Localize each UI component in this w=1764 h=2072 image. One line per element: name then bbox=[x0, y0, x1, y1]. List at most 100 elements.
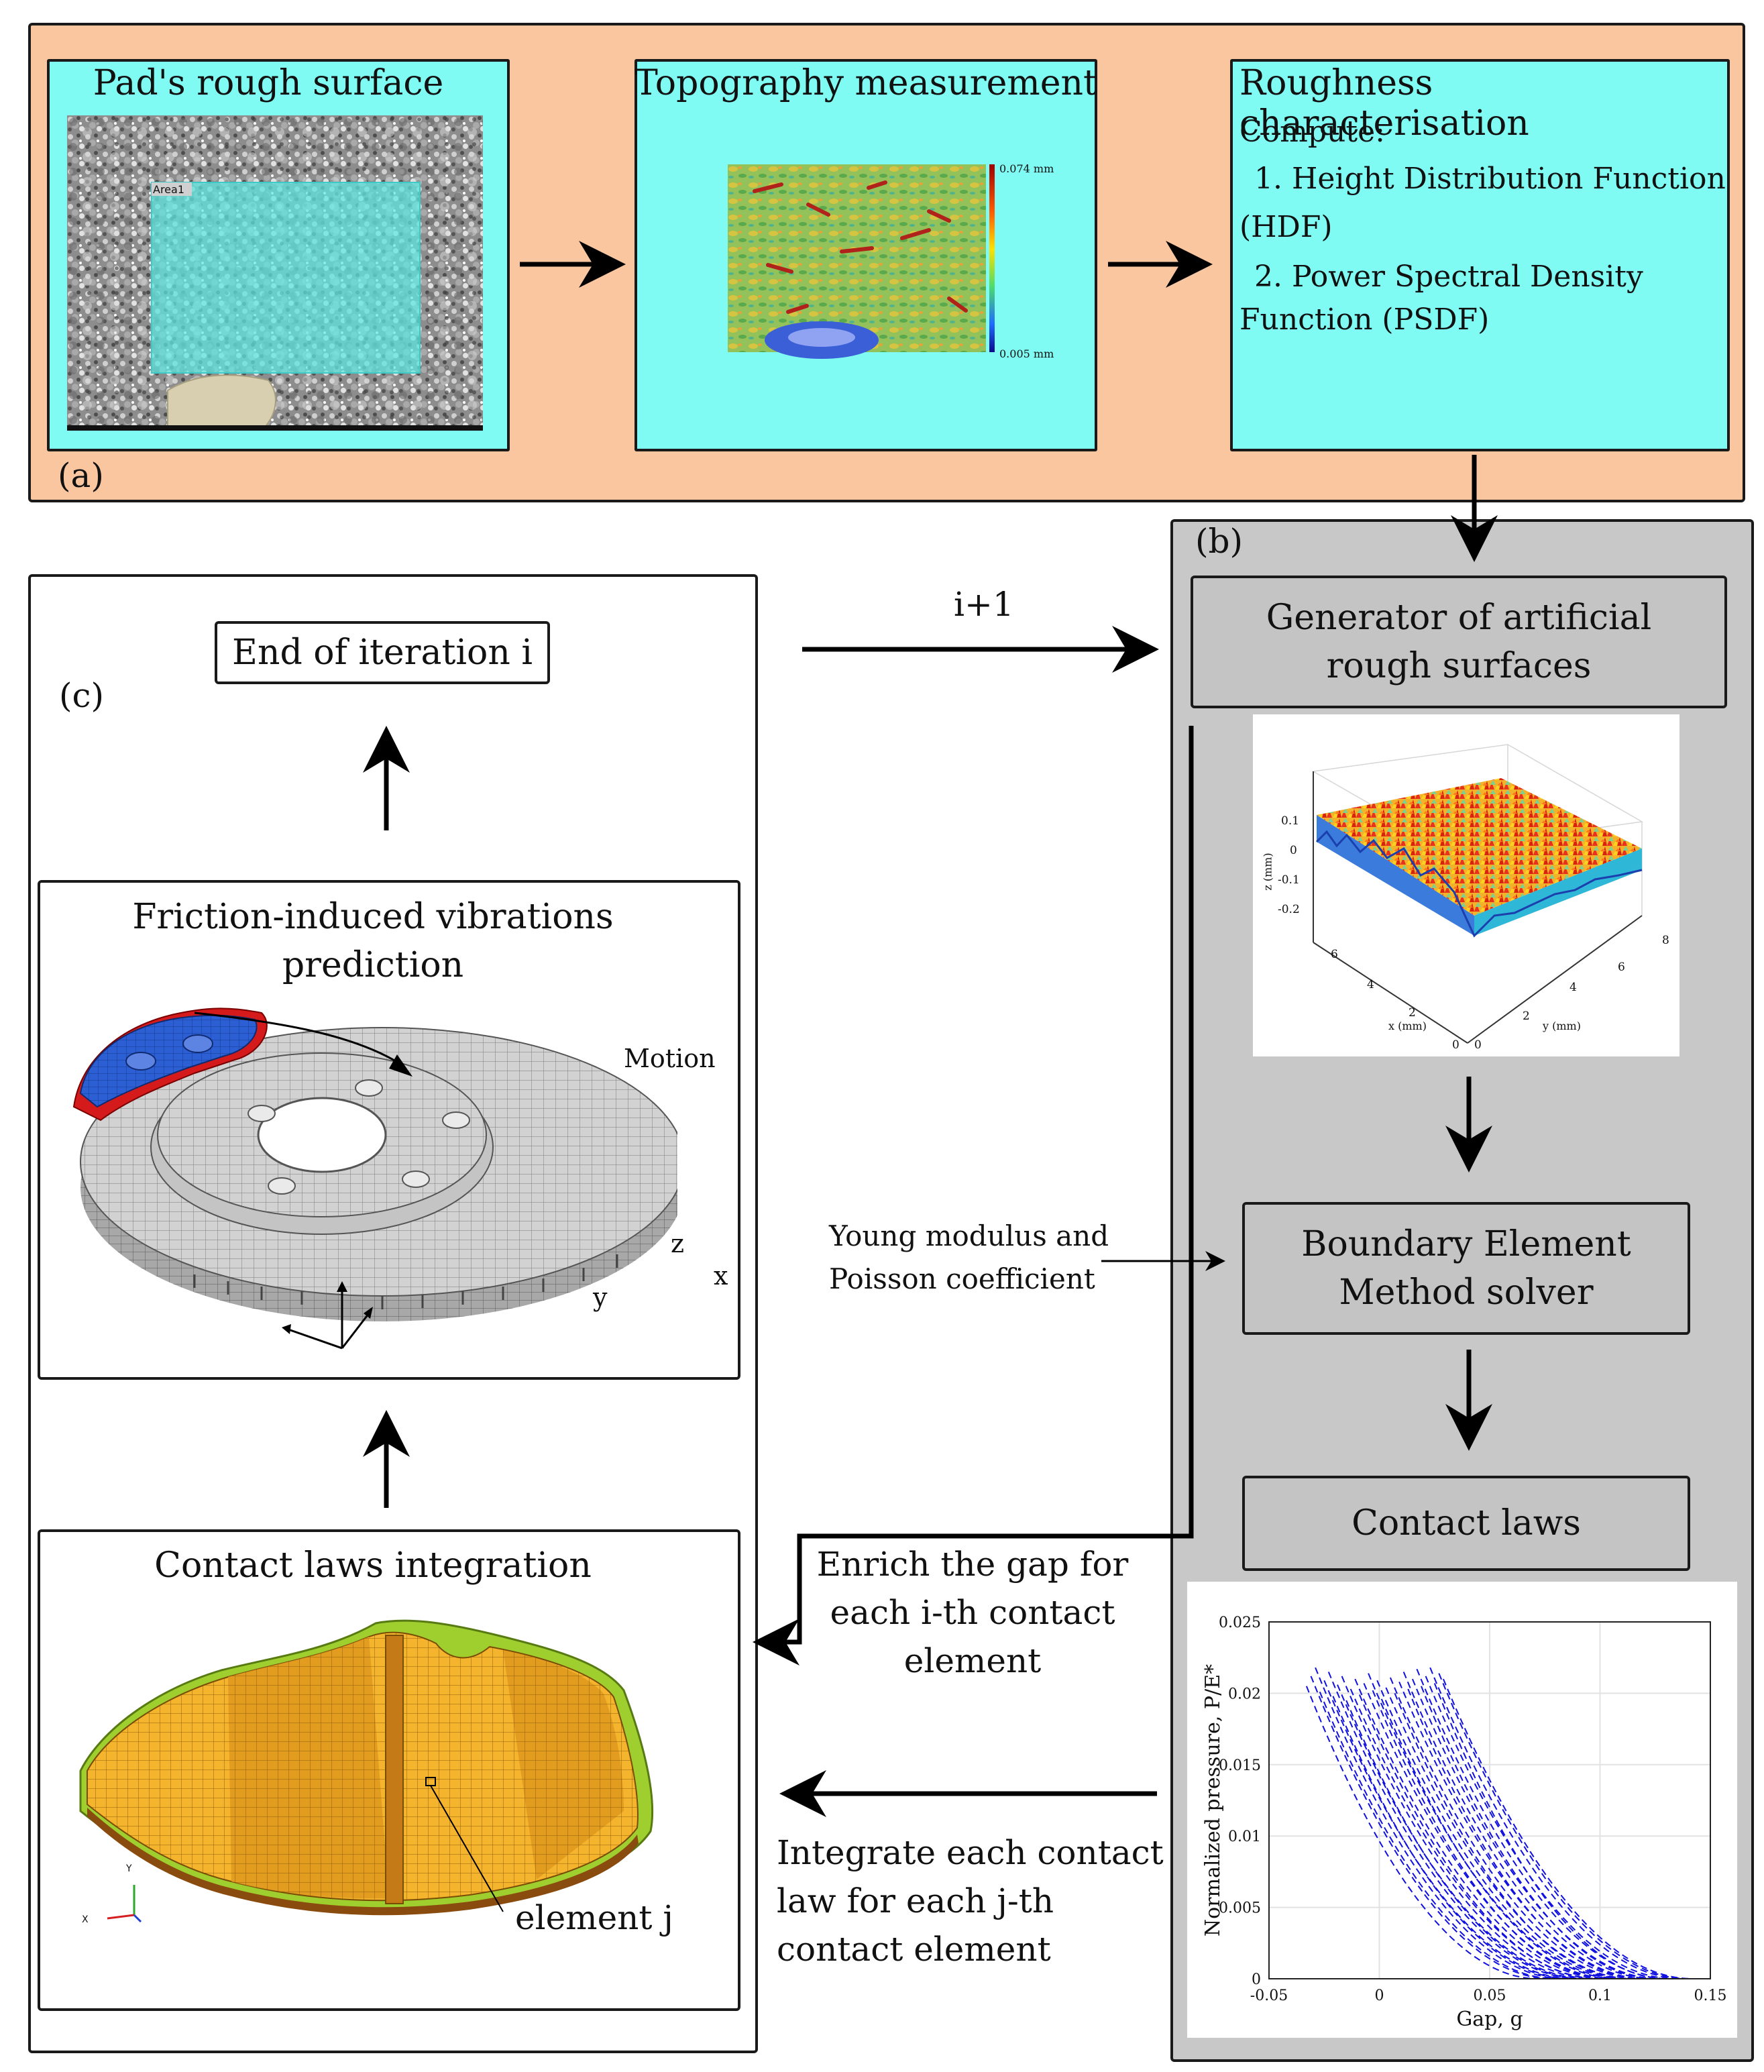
x-axis-label: Gap, g bbox=[1456, 2008, 1523, 2031]
psdf-item-line2: Function (PSDF) bbox=[1239, 303, 1490, 337]
pressure-curve-5 bbox=[1327, 1672, 1580, 1979]
panel-a-label: (a) bbox=[58, 456, 104, 495]
y-tick-label: 0.015 bbox=[1219, 1757, 1261, 1774]
z-tick-0: 0 bbox=[1290, 844, 1297, 857]
y-tick-0: 0 bbox=[1474, 1038, 1482, 1052]
pressure-curve-11 bbox=[1354, 1678, 1607, 1979]
brake-pad-mesh bbox=[79, 1619, 654, 1923]
integrate-line1: Integrate each contact bbox=[777, 1833, 1164, 1872]
pressure-curve-18 bbox=[1385, 1687, 1633, 1979]
integrate-line2: law for each j-th bbox=[777, 1882, 1054, 1920]
x-tick-4: 4 bbox=[1367, 978, 1374, 991]
x-tick-label: 0.05 bbox=[1474, 1987, 1506, 2004]
pressure-curve-29 bbox=[1433, 1683, 1667, 1979]
pressure-curve-23 bbox=[1407, 1688, 1643, 1979]
mini-axis-x-label: X bbox=[82, 1914, 89, 1925]
fiv-line1: Friction-induced vibrations bbox=[132, 897, 614, 937]
hdf-item-line1: 1. Height Distribution Function bbox=[1254, 162, 1726, 196]
y-tick-6: 6 bbox=[1618, 961, 1625, 974]
pressure-curve-28 bbox=[1429, 1667, 1684, 1979]
y-tick-label: 0.025 bbox=[1219, 1615, 1261, 1631]
pressure-curve-1 bbox=[1310, 1676, 1552, 1979]
motion-label: Motion bbox=[624, 1044, 716, 1073]
chart-axes-frame bbox=[1268, 1621, 1711, 1979]
iteration-label: i+1 bbox=[954, 585, 1014, 624]
young-line1: Young modulus and bbox=[829, 1219, 1109, 1252]
axis-z-label: z bbox=[671, 1229, 685, 1258]
y-tick-4: 4 bbox=[1569, 981, 1577, 994]
psdf-item-line1: 2. Power Spectral Density bbox=[1254, 260, 1643, 294]
generator-line1: Generator of artificial bbox=[1266, 598, 1652, 638]
enrich-line3: element bbox=[903, 1641, 1042, 1680]
pressure-curve-9 bbox=[1345, 1700, 1583, 1979]
pressure-curve-3 bbox=[1319, 1691, 1556, 1979]
arrow-enrich-gap bbox=[753, 726, 1194, 1666]
end-iteration-box: End of iteration i bbox=[215, 621, 550, 684]
area-tag: Area1 bbox=[153, 183, 184, 196]
pressure-curve-26 bbox=[1421, 1686, 1655, 1979]
enrich-line2: each i-th contact bbox=[830, 1593, 1115, 1632]
pad-surface-title: Pad's rough surface bbox=[93, 63, 444, 103]
element-j-label: element j bbox=[515, 1898, 673, 1937]
integration-title: Contact laws integration bbox=[154, 1545, 592, 1586]
generator-line2: rough surfaces bbox=[1326, 646, 1592, 686]
young-line2: Poisson coefficient bbox=[829, 1262, 1095, 1295]
compute-label: Compute: bbox=[1239, 115, 1385, 149]
z-tick-m0-2: -0.2 bbox=[1278, 903, 1300, 916]
roughness-box bbox=[1230, 59, 1730, 451]
topography-title: Topography measurement bbox=[635, 63, 1097, 103]
y-tick-label: 0.02 bbox=[1228, 1686, 1261, 1702]
bem-line2: Method solver bbox=[1339, 1272, 1594, 1313]
enrich-line1: Enrich the gap for bbox=[816, 1545, 1129, 1584]
bem-solver-box: Boundary Element Method solver bbox=[1242, 1202, 1690, 1335]
pressure-curve-8 bbox=[1341, 1676, 1594, 1979]
pressure-curve-20 bbox=[1394, 1693, 1629, 1979]
topography-map bbox=[728, 164, 995, 359]
pressure-curve-12 bbox=[1358, 1694, 1598, 1979]
pressure-curve-7 bbox=[1337, 1684, 1587, 1979]
y-tick-label: 0.01 bbox=[1228, 1829, 1261, 1845]
pressure-curve-27 bbox=[1425, 1676, 1675, 1979]
pressure-curve-30 bbox=[1438, 1673, 1689, 1979]
x-tick-label: 0.1 bbox=[1588, 1987, 1612, 2004]
x-tick-label: 0.15 bbox=[1694, 1987, 1727, 2004]
pressure-curve-16 bbox=[1376, 1680, 1627, 1979]
pressure-curve-13 bbox=[1363, 1683, 1614, 1979]
z-tick-m0-1: -0.1 bbox=[1278, 873, 1300, 887]
y-tick-label: 0 bbox=[1252, 1971, 1261, 1988]
pressure-curve-6 bbox=[1332, 1696, 1569, 1979]
fiv-line2: prediction bbox=[282, 945, 464, 985]
y-axis-label: Normalized pressure, P/E* bbox=[1201, 1664, 1225, 1937]
pressure-chart-frame bbox=[1187, 1582, 1737, 2038]
pressure-curve-17 bbox=[1380, 1698, 1618, 1979]
x-tick-6: 6 bbox=[1331, 948, 1338, 961]
pressure-curve-22 bbox=[1402, 1672, 1653, 1979]
pressure-curve-0 bbox=[1305, 1686, 1539, 1979]
pressure-curve-19 bbox=[1389, 1677, 1640, 1979]
end-iteration-label: End of iteration i bbox=[232, 633, 533, 673]
pressure-curve-15 bbox=[1372, 1690, 1609, 1979]
contact-laws-label: Contact laws bbox=[1352, 1503, 1581, 1543]
pressure-curve-31 bbox=[1442, 1678, 1693, 1979]
brake-disc-model bbox=[72, 1007, 677, 1350]
axis-x-label: x bbox=[714, 1261, 728, 1291]
z-tick-0-1: 0.1 bbox=[1281, 814, 1300, 828]
y-tick-2: 2 bbox=[1523, 1010, 1530, 1023]
panel-b-label: (b) bbox=[1195, 522, 1244, 561]
integrate-line3: contact element bbox=[777, 1930, 1051, 1969]
y-axis-label: y (mm) bbox=[1543, 1020, 1581, 1032]
pressure-curve-14 bbox=[1368, 1673, 1622, 1979]
mini-axis-y-label: Y bbox=[126, 1863, 132, 1874]
y-tick-label: 0.005 bbox=[1219, 1900, 1261, 1917]
hdf-item-line2: (HDF) bbox=[1239, 210, 1333, 244]
panel-c-label: (c) bbox=[59, 676, 105, 715]
pressure-curve-4 bbox=[1323, 1680, 1574, 1979]
roughness-title: Roughness characterisation bbox=[1239, 63, 1529, 144]
contact-laws-box: Contact laws bbox=[1242, 1476, 1690, 1571]
y-tick-8: 8 bbox=[1662, 934, 1669, 947]
x-tick-0: 0 bbox=[1452, 1038, 1459, 1052]
pressure-curve-21 bbox=[1398, 1682, 1647, 1979]
colorbar-min-label: 0.005 mm bbox=[999, 347, 1054, 360]
